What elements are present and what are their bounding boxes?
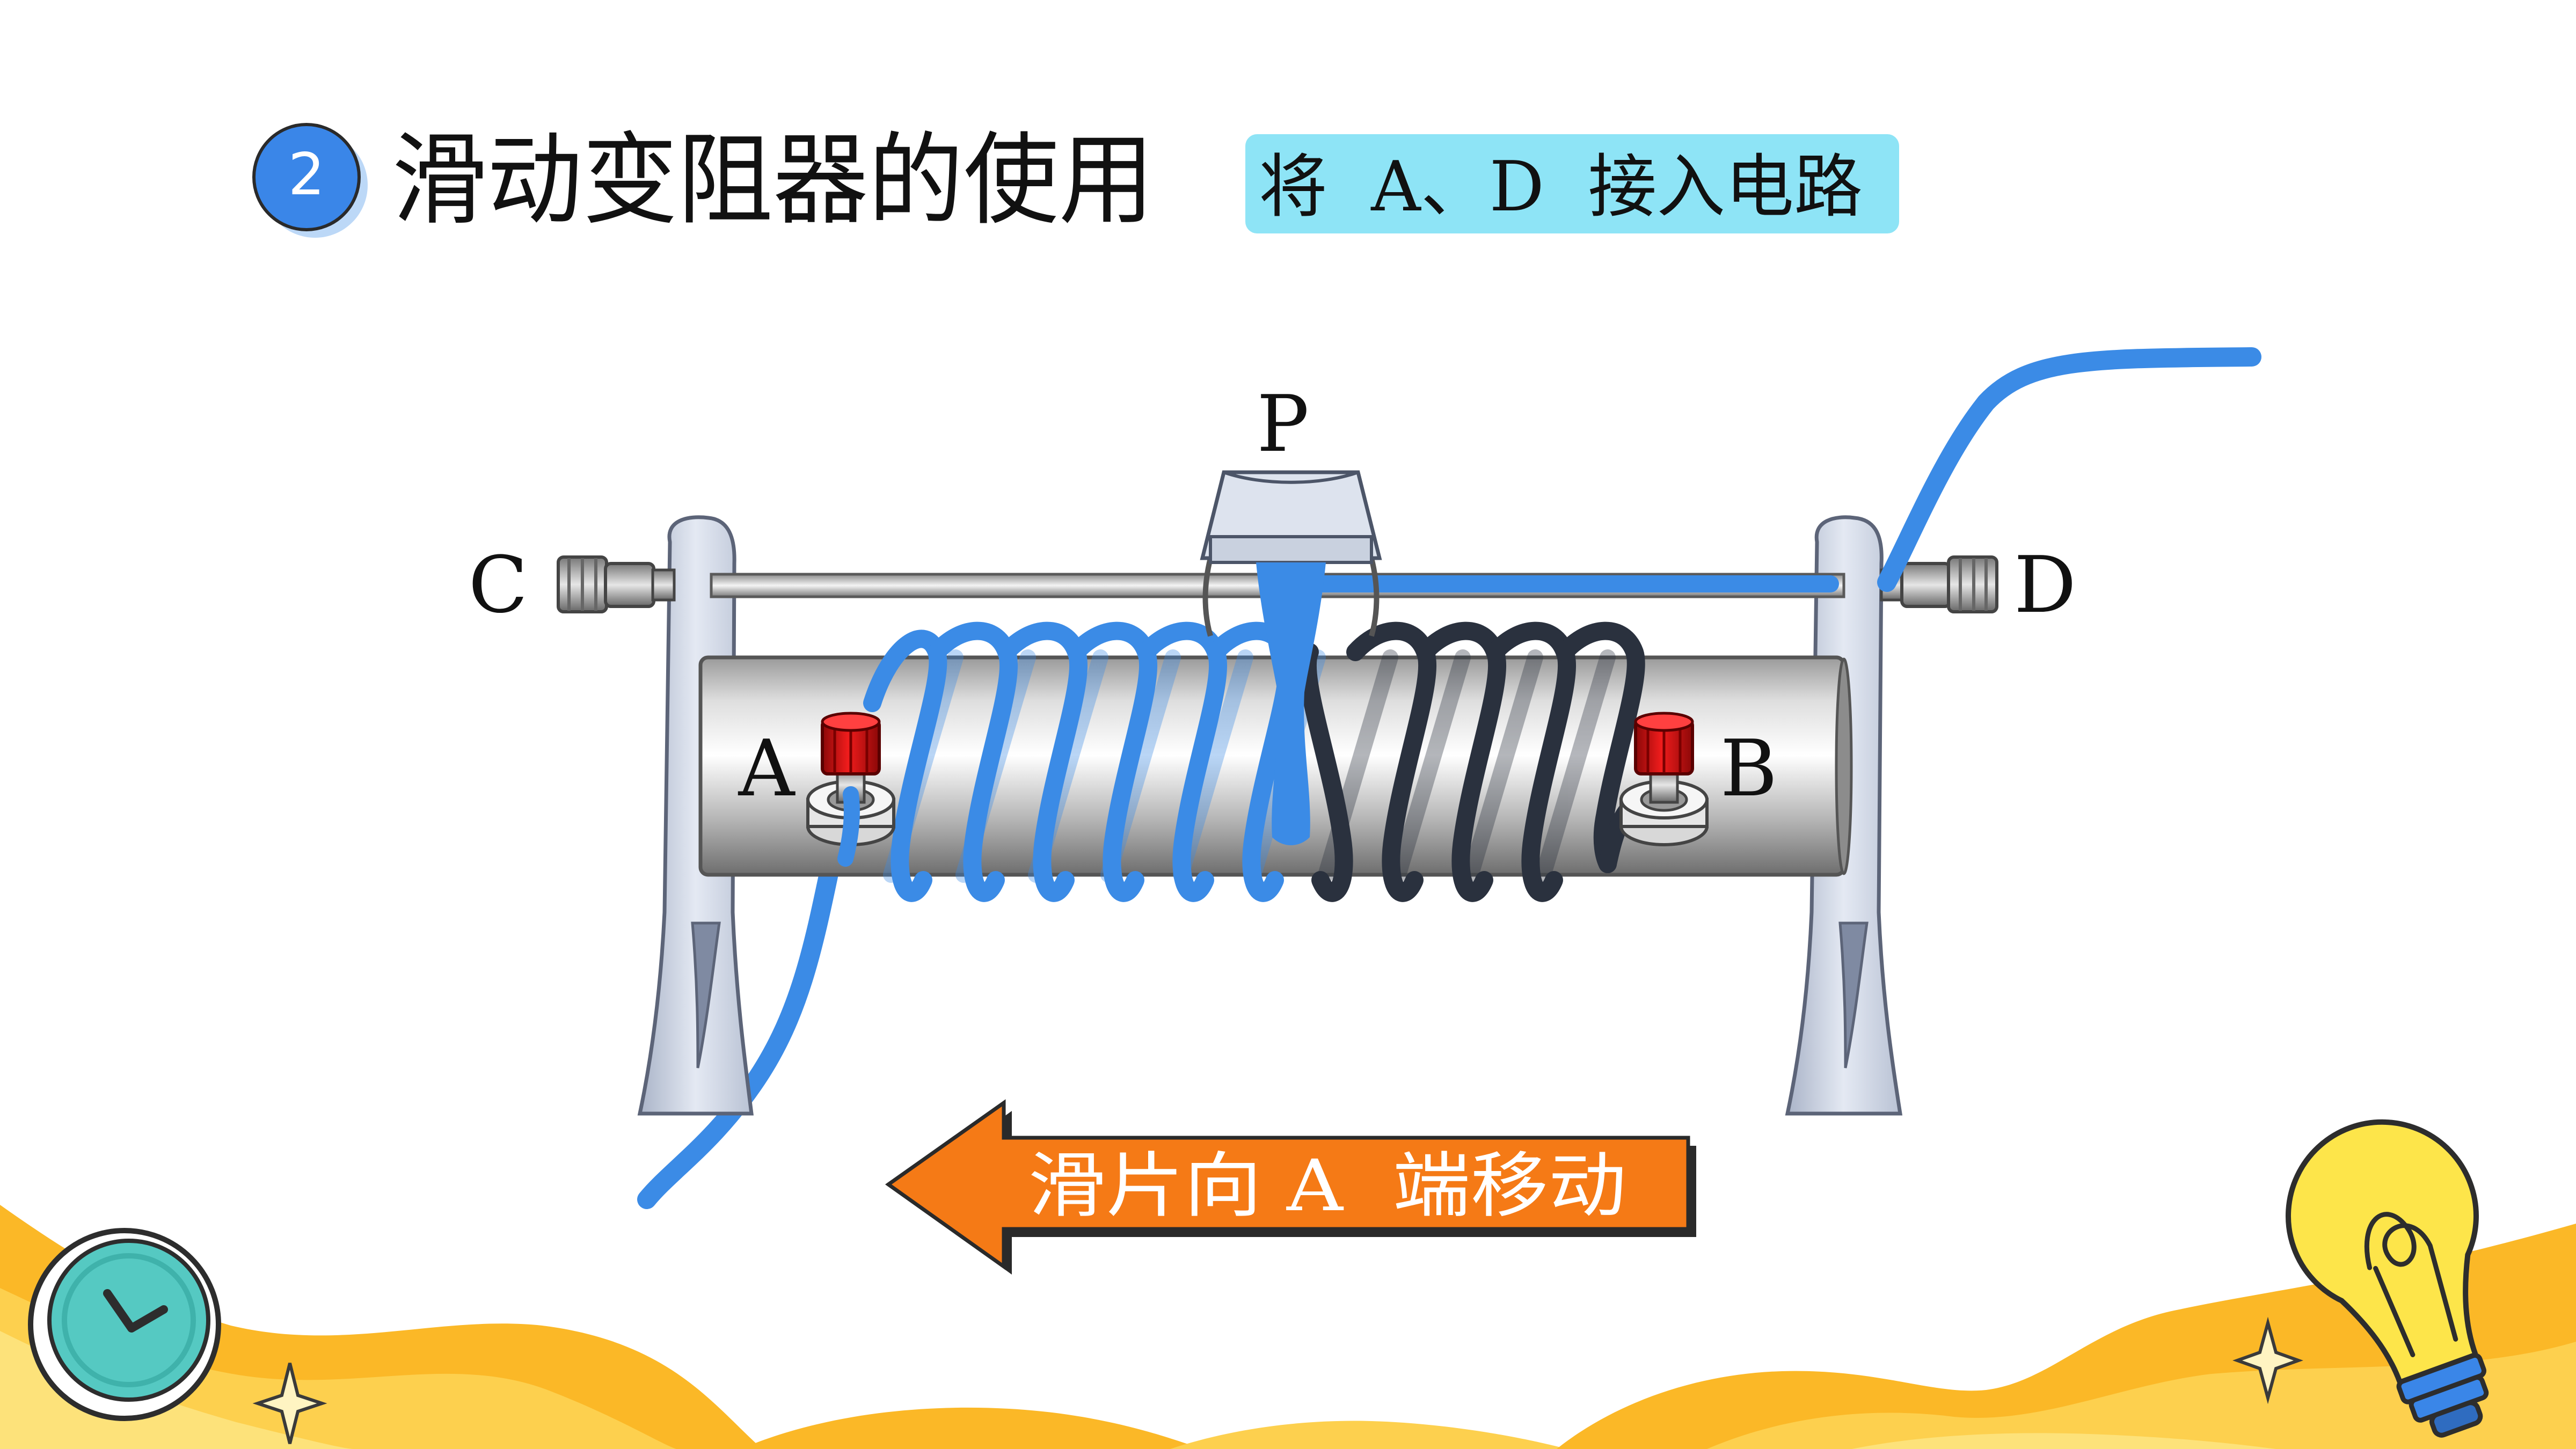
terminal-d-nut: [1880, 555, 1998, 613]
instruction-tag-text: 将 A、D 接入电路: [1259, 147, 1863, 227]
wire-from-d: [1877, 347, 2261, 592]
direction-arrow-text: 滑片向 A 端移动: [1028, 1145, 1626, 1227]
direction-arrow: 滑片向 A 端移动: [885, 1099, 1696, 1275]
page-title: 滑动变阻器的使用: [392, 122, 1154, 238]
rheostat-diagram: P C D A B: [469, 347, 2261, 1209]
section-number: 2: [288, 141, 325, 208]
instruction-tag: 将 A、D 接入电路: [1245, 134, 1899, 233]
terminal-a: [806, 712, 895, 867]
label-c: C: [469, 540, 528, 631]
coil-dark-segment: [1298, 621, 1660, 902]
slider-p: [1200, 470, 1382, 845]
section-badge: 2: [252, 123, 368, 238]
wire-from-a: [637, 787, 855, 1209]
label-a: A: [738, 723, 796, 814]
sparkle-icon: [2232, 1316, 2303, 1404]
label-p: P: [1257, 379, 1309, 470]
sparkle-icon: [252, 1363, 327, 1444]
label-d: D: [2014, 540, 2076, 631]
terminal-b: [1619, 712, 1709, 846]
label-b: B: [1720, 723, 1778, 814]
slider-contact: [1256, 562, 1326, 845]
footer-decoration: [0, 1205, 2576, 1449]
terminal-c-nut: [557, 555, 676, 613]
clock-icon: [28, 1228, 221, 1421]
coil-blue-segment: [863, 621, 1297, 902]
lightbulb-icon: [2285, 1119, 2489, 1438]
